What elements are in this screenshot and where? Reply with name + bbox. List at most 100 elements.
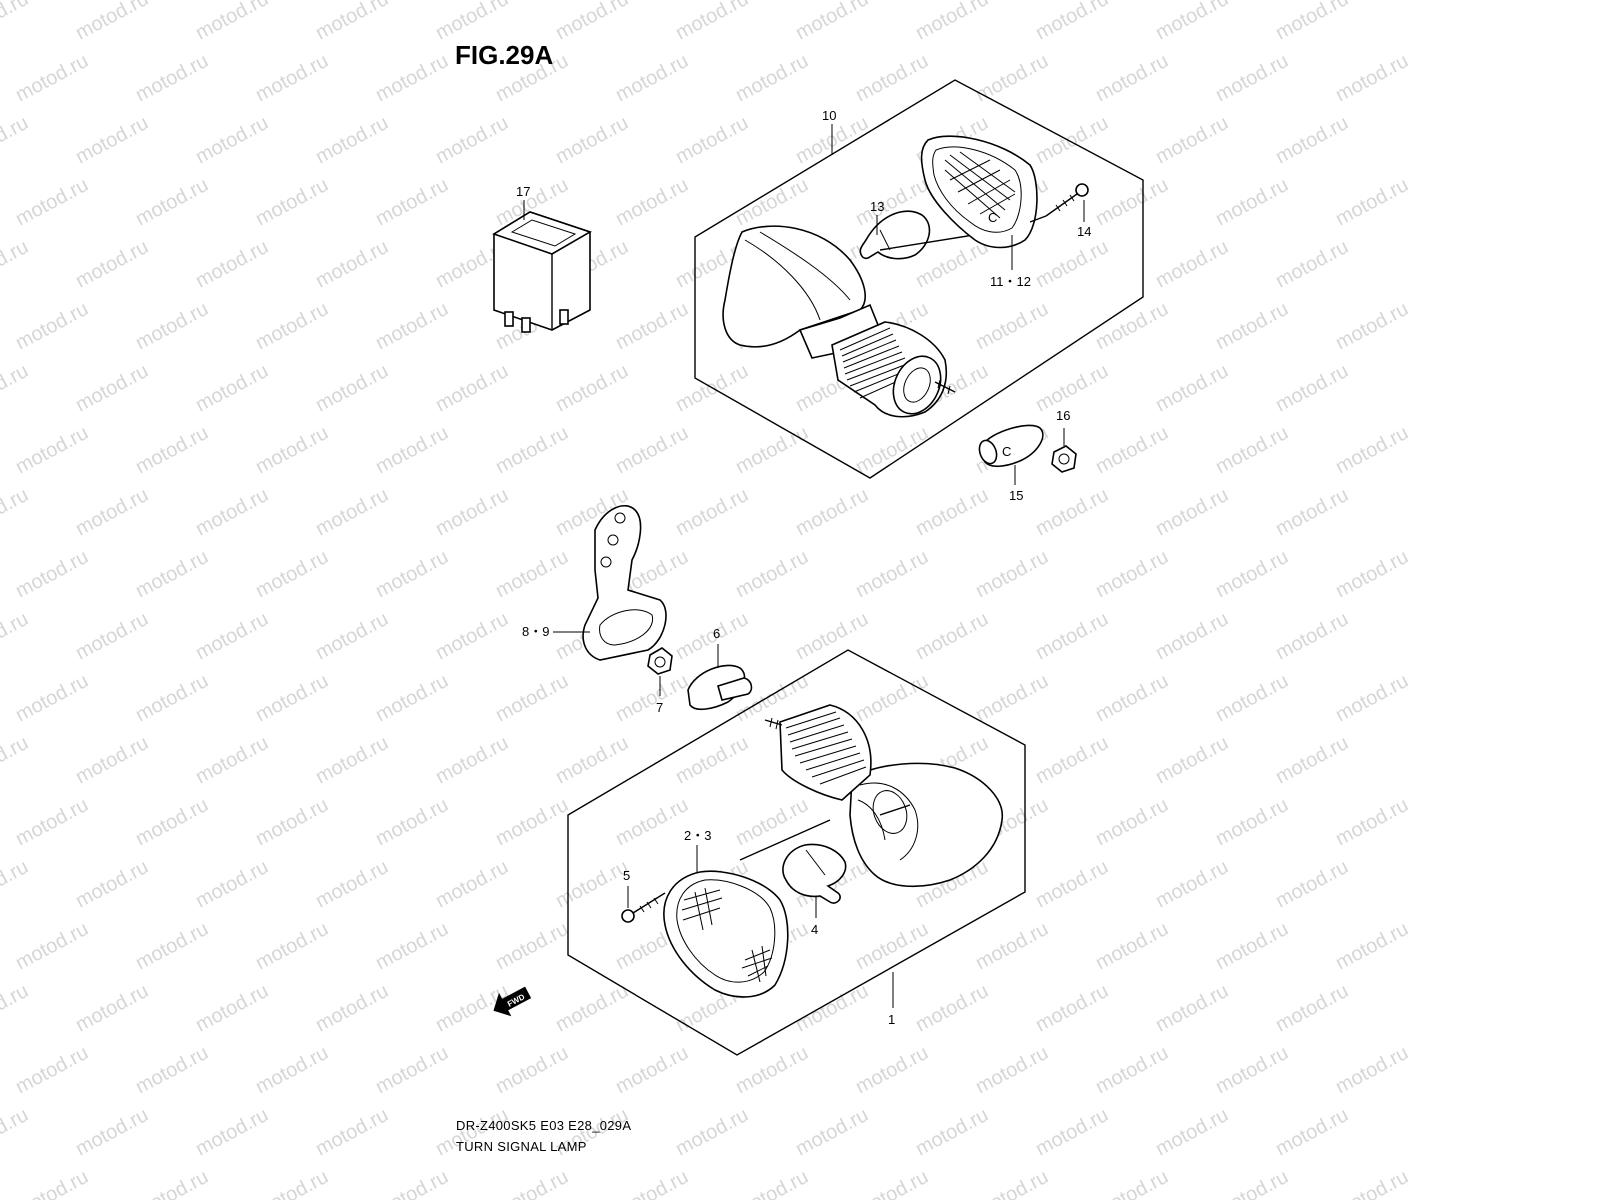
watermark-text: motod.ru	[972, 1166, 1052, 1200]
watermark-text: motod.ru	[12, 670, 92, 726]
watermark-text: motod.ru	[492, 1042, 572, 1098]
watermark-text: motod.ru	[192, 980, 272, 1036]
watermark-text: motod.ru	[372, 174, 452, 230]
callout-2-3: 2・3	[684, 828, 711, 843]
lens-11-12: C	[920, 135, 1038, 249]
watermark-layer: motod.ru motod.ru motod.ru motod.ru motod.ru…	[0, 0, 1412, 1200]
watermark-text: motod.ru	[972, 1042, 1052, 1098]
spacer-6	[687, 664, 753, 711]
watermark-text: motod.ru	[1092, 1166, 1172, 1200]
watermark-text: motod.ru	[912, 980, 992, 1036]
watermark-text: motod.ru	[0, 360, 32, 416]
watermark-text: motod.ru	[432, 484, 512, 540]
watermark-text: motod.ru	[1032, 732, 1112, 788]
watermark-text: motod.ru	[912, 484, 992, 540]
watermark-text: motod.ru	[1092, 670, 1172, 726]
watermark-text: motod.ru	[1272, 112, 1352, 168]
watermark-text: motod.ru	[852, 918, 932, 974]
watermark-text: motod.ru	[372, 298, 452, 354]
watermark-text: motod.ru	[1092, 422, 1172, 478]
watermark-text: motod.ru	[1152, 360, 1232, 416]
watermark-text: motod.ru	[372, 794, 452, 850]
watermark-text: motod.ru	[132, 174, 212, 230]
watermark-text: motod.ru	[672, 112, 752, 168]
watermark-text: motod.ru	[1212, 546, 1292, 602]
watermark-text: motod.ru	[132, 1166, 212, 1200]
watermark-text: motod.ru	[1032, 236, 1112, 292]
watermark-text: motod.ru	[1092, 174, 1172, 230]
watermark-text: motod.ru	[0, 856, 32, 912]
relay-17	[492, 211, 592, 333]
watermark-text: motod.ru	[792, 0, 872, 44]
watermark-text: motod.ru	[1092, 546, 1172, 602]
watermark-text: motod.ru	[1152, 856, 1232, 912]
watermark-text: motod.ru	[252, 174, 332, 230]
callout-6: 6	[713, 626, 720, 641]
watermark-text: motod.ru	[492, 794, 572, 850]
watermark-text: motod.ru	[0, 980, 32, 1036]
watermark-text: motod.ru	[732, 174, 812, 230]
watermark-text: motod.ru	[1272, 608, 1352, 664]
spacer-15: C	[978, 424, 1044, 468]
watermark-text: motod.ru	[312, 112, 392, 168]
watermark-text: motod.ru	[252, 670, 332, 726]
watermark-text: motod.ru	[612, 174, 692, 230]
watermark-text: motod.ru	[192, 360, 272, 416]
watermark-text: motod.ru	[12, 1042, 92, 1098]
watermark-text: motod.ru	[0, 236, 32, 292]
watermark-text: motod.ru	[1032, 112, 1112, 168]
spacer-emboss-c: C	[1002, 444, 1011, 459]
watermark-text: motod.ru	[132, 422, 212, 478]
watermark-text: motod.ru	[552, 0, 632, 44]
watermark-text: motod.ru	[492, 1166, 572, 1200]
watermark-text: motod.ru	[312, 608, 392, 664]
watermark-text: motod.ru	[12, 918, 92, 974]
watermark-text: motod.ru	[1212, 422, 1292, 478]
watermark-text: motod.ru	[612, 1166, 692, 1200]
watermark-text: motod.ru	[312, 360, 392, 416]
figure-caption: TURN SIGNAL LAMP	[456, 1139, 587, 1154]
watermark-text: motod.ru	[12, 174, 92, 230]
watermark-text: motod.ru	[72, 112, 152, 168]
watermark-text: motod.ru	[192, 236, 272, 292]
upper-assembly-box	[694, 79, 1144, 479]
watermark-text: motod.ru	[1332, 1166, 1412, 1200]
watermark-text: motod.ru	[672, 732, 752, 788]
watermark-text: motod.ru	[312, 0, 392, 44]
watermark-text: motod.ru	[252, 1166, 332, 1200]
watermark-text: motod.ru	[1272, 1104, 1352, 1160]
watermark-text: motod.ru	[672, 484, 752, 540]
watermark-text: motod.ru	[912, 1104, 992, 1160]
callout-1: 1	[888, 1012, 895, 1027]
watermark-text: motod.ru	[312, 236, 392, 292]
watermark-text: motod.ru	[72, 732, 152, 788]
watermark-text: motod.ru	[1212, 670, 1292, 726]
figure-code: DR-Z400SK5 E03 E28_029A	[456, 1118, 631, 1133]
watermark-text: motod.ru	[612, 670, 692, 726]
watermark-text: motod.ru	[732, 1166, 812, 1200]
watermark-text: motod.ru	[1332, 918, 1412, 974]
bracket-8-9	[582, 505, 667, 661]
watermark-text: motod.ru	[1092, 918, 1172, 974]
watermark-text: motod.ru	[372, 1042, 452, 1098]
watermark-text: motod.ru	[792, 980, 872, 1036]
watermark-text: motod.ru	[972, 298, 1052, 354]
watermark-text: motod.ru	[552, 112, 632, 168]
watermark-text: motod.ru	[72, 980, 152, 1036]
lens-grid-pattern	[944, 151, 1016, 219]
watermark-text: motod.ru	[252, 918, 332, 974]
watermark-text: motod.ru	[132, 1042, 212, 1098]
watermark-text: motod.ru	[1152, 980, 1232, 1036]
nut-7	[647, 647, 673, 675]
watermark-text: motod.ru	[132, 50, 212, 106]
watermark-text: motod.ru	[0, 608, 32, 664]
callout-14: 14	[1077, 224, 1091, 239]
watermark-text: motod.ru	[852, 50, 932, 106]
nut-16	[1051, 445, 1077, 473]
watermark-text: motod.ru	[0, 1104, 32, 1160]
callout-17: 17	[516, 184, 530, 199]
watermark-text: motod.ru	[252, 50, 332, 106]
watermark-text: motod.ru	[12, 298, 92, 354]
watermark-text: motod.ru	[1032, 1104, 1112, 1160]
